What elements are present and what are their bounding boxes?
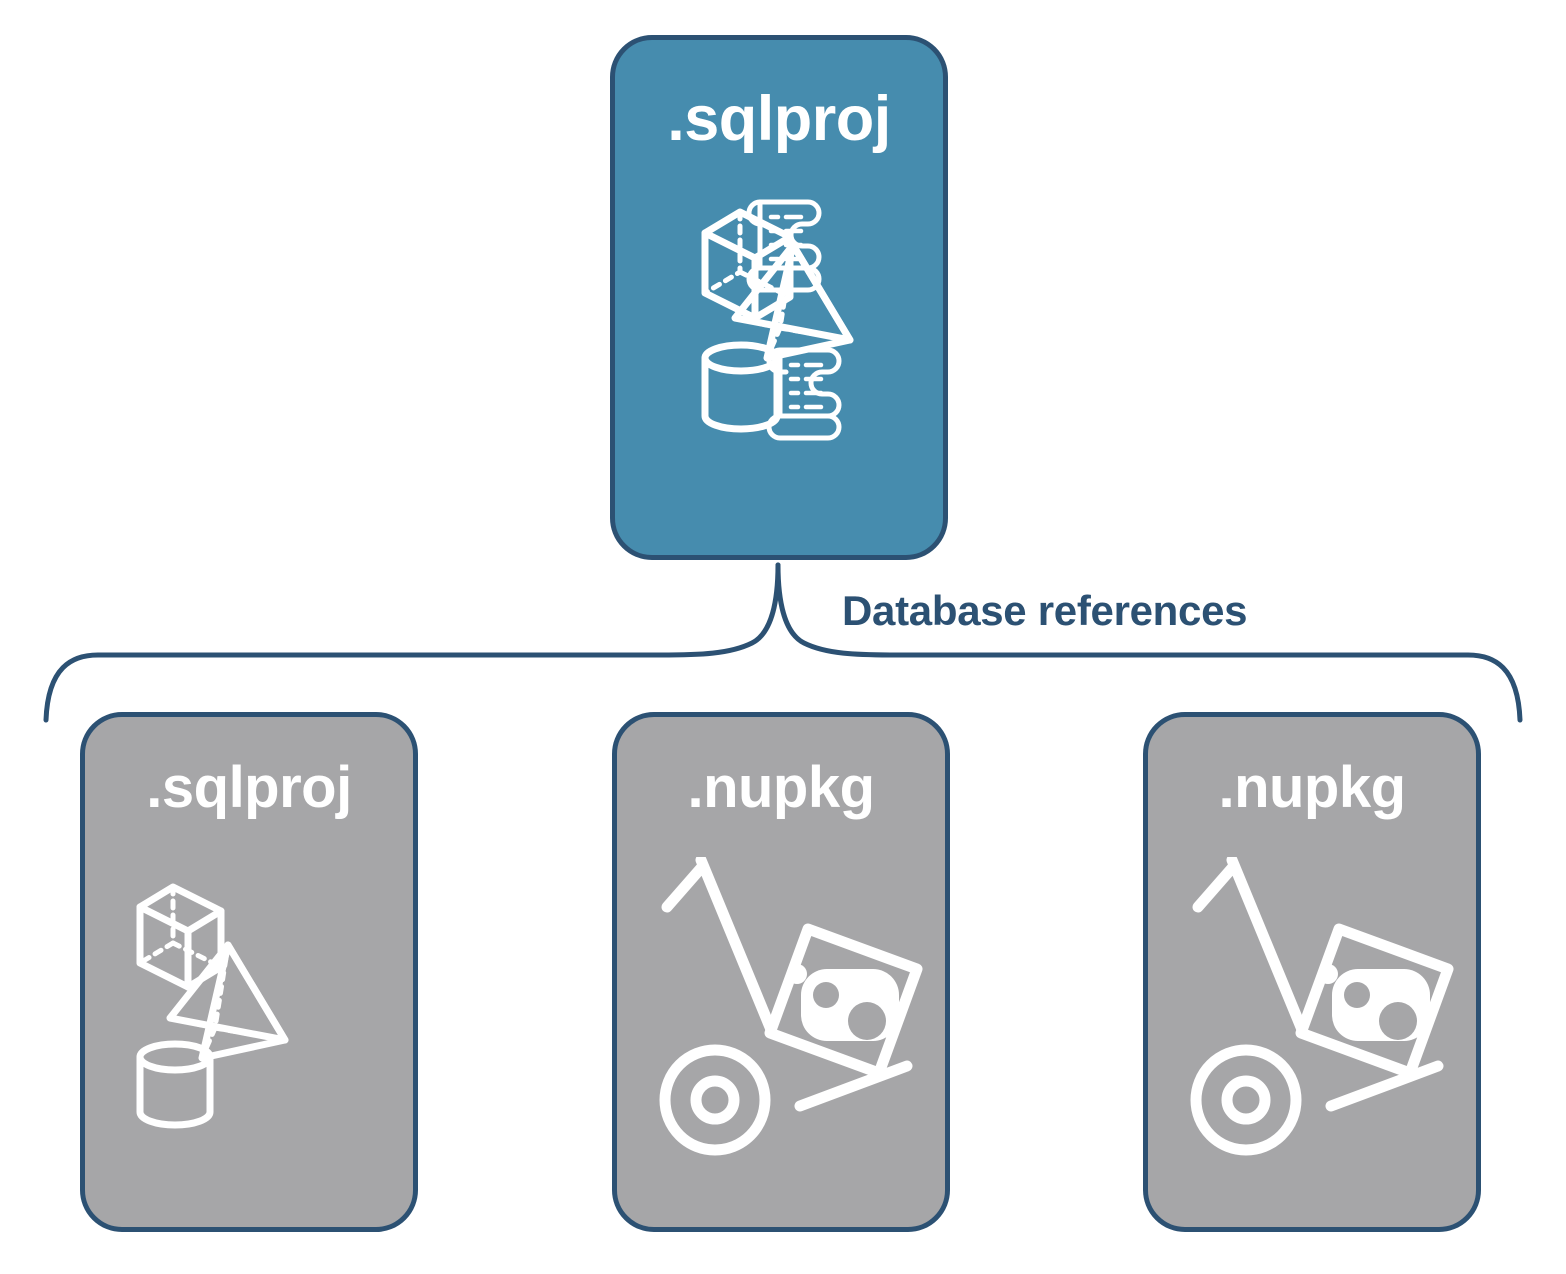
node-child-sqlproj[interactable]: .sqlproj	[80, 712, 418, 1232]
sqlproj-shapes-svg	[701, 199, 854, 441]
node-child-nupkg-2-artwork	[1148, 857, 1476, 1197]
scroll-icon	[766, 347, 842, 441]
node-child-nupkg-2-label: .nupkg	[1218, 755, 1406, 820]
node-child-nupkg-1-label: .nupkg	[687, 755, 875, 820]
node-child-nupkg-1-artwork	[617, 857, 945, 1197]
node-child-sqlproj-artwork	[85, 857, 413, 1197]
node-root-artwork	[615, 190, 943, 480]
node-root-label: .sqlproj	[667, 84, 891, 154]
database-references-brace	[43, 562, 1523, 723]
hand-truck-icon	[1190, 857, 1444, 1156]
node-root-sqlproj[interactable]: .sqlproj	[610, 35, 948, 560]
cylinder-icon	[701, 341, 781, 433]
sqlproj-shapes-svg	[136, 883, 289, 1129]
hand-truck-icon	[659, 857, 913, 1156]
cylinder-icon	[136, 1040, 214, 1129]
node-child-nupkg-2[interactable]: .nupkg	[1143, 712, 1481, 1232]
nuget-package-icon	[764, 923, 923, 1079]
hand-truck-svg	[659, 857, 923, 1156]
connector-label: Database references	[842, 587, 1248, 634]
node-child-nupkg-1[interactable]: .nupkg	[612, 712, 950, 1232]
node-child-sqlproj-label: .sqlproj	[146, 755, 352, 820]
nuget-package-icon	[1295, 923, 1454, 1079]
pyramid-icon	[166, 941, 289, 1062]
hand-truck-svg	[1190, 857, 1454, 1156]
